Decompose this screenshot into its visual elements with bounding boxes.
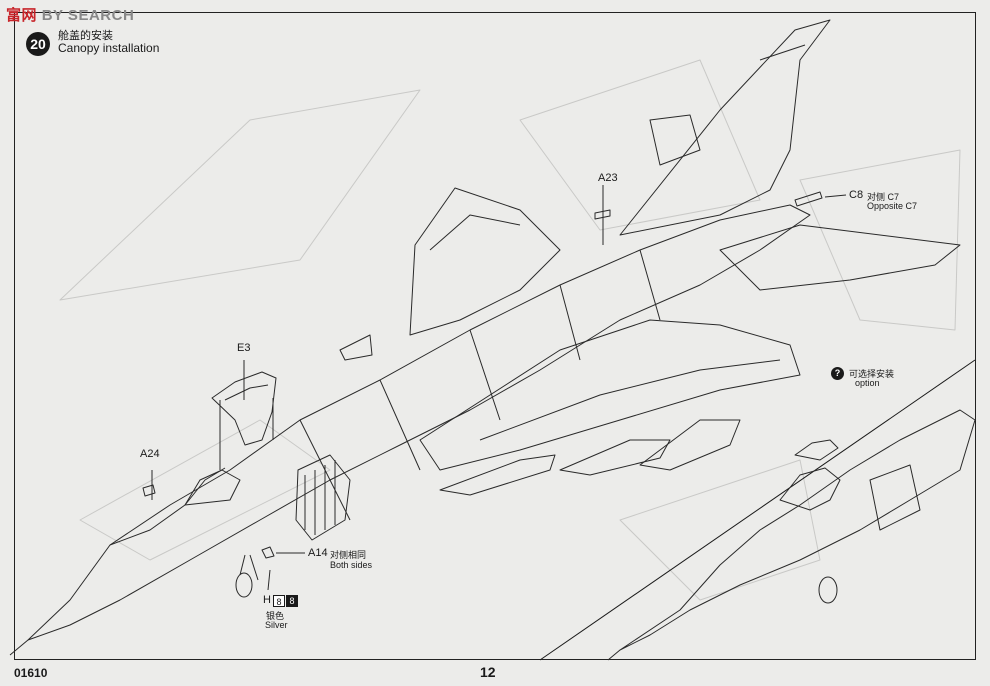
step-title-en: Canopy installation bbox=[58, 41, 160, 55]
step-title-cn: 舱盖的安装 bbox=[58, 30, 113, 42]
page-frame bbox=[14, 12, 976, 660]
label-c8-note-cn: 对侧 C7 bbox=[867, 192, 900, 202]
watermark: 富网 BY SEARCH bbox=[6, 4, 134, 25]
watermark-brand: 富 bbox=[6, 7, 22, 24]
paint-name-en: Silver bbox=[265, 620, 288, 630]
label-a14-note-en: Both sides bbox=[330, 560, 373, 570]
option-inset bbox=[539, 359, 976, 661]
label-c8: C8 bbox=[849, 189, 864, 201]
option-label-cn: 可选择安装 bbox=[849, 369, 895, 379]
page-number: 12 bbox=[480, 664, 496, 680]
label-a14-note-cn: 对侧相同 bbox=[330, 550, 367, 560]
label-e3: E3 bbox=[237, 342, 251, 354]
label-c8-note-en: Opposite C7 bbox=[867, 201, 918, 211]
option-icon: ? bbox=[831, 367, 844, 380]
kit-number: 01610 bbox=[14, 666, 48, 680]
label-a24: A24 bbox=[140, 448, 160, 460]
paint-name-cn: 银色 bbox=[266, 611, 285, 621]
paint-code-box-1: 8 bbox=[273, 595, 285, 607]
part-c8-shape bbox=[794, 191, 823, 207]
label-h: H bbox=[263, 594, 271, 606]
part-a23-shape bbox=[594, 209, 611, 220]
watermark-search: BY SEARCH bbox=[41, 7, 135, 24]
part-a14-shape bbox=[261, 546, 275, 559]
paint-code-box-2: 8 bbox=[286, 595, 298, 607]
step-number-badge: 20 bbox=[26, 32, 50, 56]
part-a24-shape bbox=[142, 484, 156, 497]
option-label-en: option bbox=[855, 378, 880, 388]
label-a23: A23 bbox=[598, 172, 618, 184]
main-aircraft bbox=[9, 19, 961, 656]
watermark-net: 网 bbox=[21, 7, 38, 24]
label-a14: A14 bbox=[308, 547, 328, 559]
